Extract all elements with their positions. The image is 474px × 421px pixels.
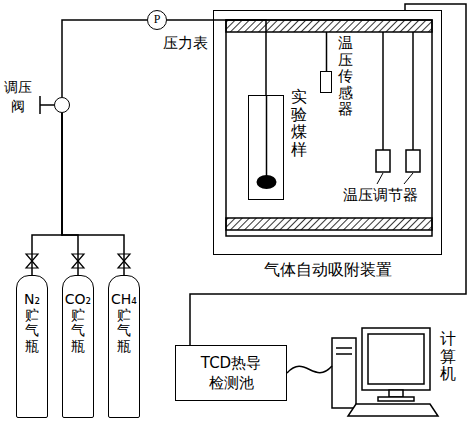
gas-pipe — [266, 95, 268, 176]
node-text: 压力表 — [163, 34, 208, 53]
computer-tower — [332, 338, 356, 408]
computer-stand — [378, 397, 414, 401]
gas-cylinder: CO₂贮气瓶 — [62, 275, 94, 418]
valve-handle — [39, 96, 41, 114]
computer-stand — [389, 390, 403, 397]
computer-screen — [368, 334, 424, 384]
gas-line — [190, 4, 466, 345]
node-text: 实验煤样 — [291, 88, 307, 158]
gas-line — [287, 366, 332, 373]
adsorption-apparatus: 气体自动吸附装置实验煤样温压传感器 — [213, 10, 442, 255]
computer-tower — [336, 353, 352, 355]
node-text: TCD热导 检测池 — [192, 353, 270, 394]
node-text: P — [148, 11, 166, 29]
regulator — [406, 150, 420, 172]
tcd-detector: TCD热导 检测池 — [175, 345, 287, 401]
coal-sample — [257, 175, 277, 189]
regulator-label: 温压调节器 — [343, 186, 418, 205]
computer-symbol — [332, 328, 438, 416]
gas-cylinder: CH₄贮气瓶 — [108, 275, 140, 418]
gas-line — [167, 20, 266, 95]
gas-line — [62, 113, 124, 275]
sample-tube: 实验煤样 — [248, 95, 284, 200]
node-text: 气体自动吸附装置 — [214, 260, 441, 281]
node-text: 调压阀 — [4, 78, 33, 116]
hatched-band — [226, 218, 432, 230]
leader-line — [404, 173, 413, 184]
regulating-valve: 调压阀 — [54, 97, 70, 113]
computer: 计算机 — [330, 326, 432, 420]
gas-cylinder: N₂贮气瓶 — [16, 275, 48, 418]
node-text: 计算机 — [440, 330, 456, 383]
computer-keyboard — [348, 404, 438, 416]
valve-handle — [40, 104, 54, 106]
hatched-band — [226, 20, 432, 32]
inner-chamber — [226, 20, 432, 236]
node-text: N₂贮气瓶 — [18, 292, 45, 417]
pressure-gauge: P压力表 — [147, 10, 167, 30]
regulator — [376, 150, 390, 172]
computer-monitor — [362, 328, 430, 390]
leader-line — [377, 173, 383, 184]
gas-line — [62, 20, 147, 97]
gas-line — [62, 113, 78, 275]
node-text: 温压传感器 — [338, 35, 353, 118]
node-text: CH₄贮气瓶 — [110, 292, 137, 417]
computer-tower — [336, 347, 352, 349]
regulator-wire — [382, 32, 384, 150]
temp-pressure-sensor: 温压传感器 — [320, 71, 332, 93]
regulator-wire — [412, 32, 414, 150]
sensor-wire — [326, 32, 328, 72]
node-text: CO₂贮气瓶 — [64, 292, 91, 417]
gas-line — [32, 113, 62, 275]
